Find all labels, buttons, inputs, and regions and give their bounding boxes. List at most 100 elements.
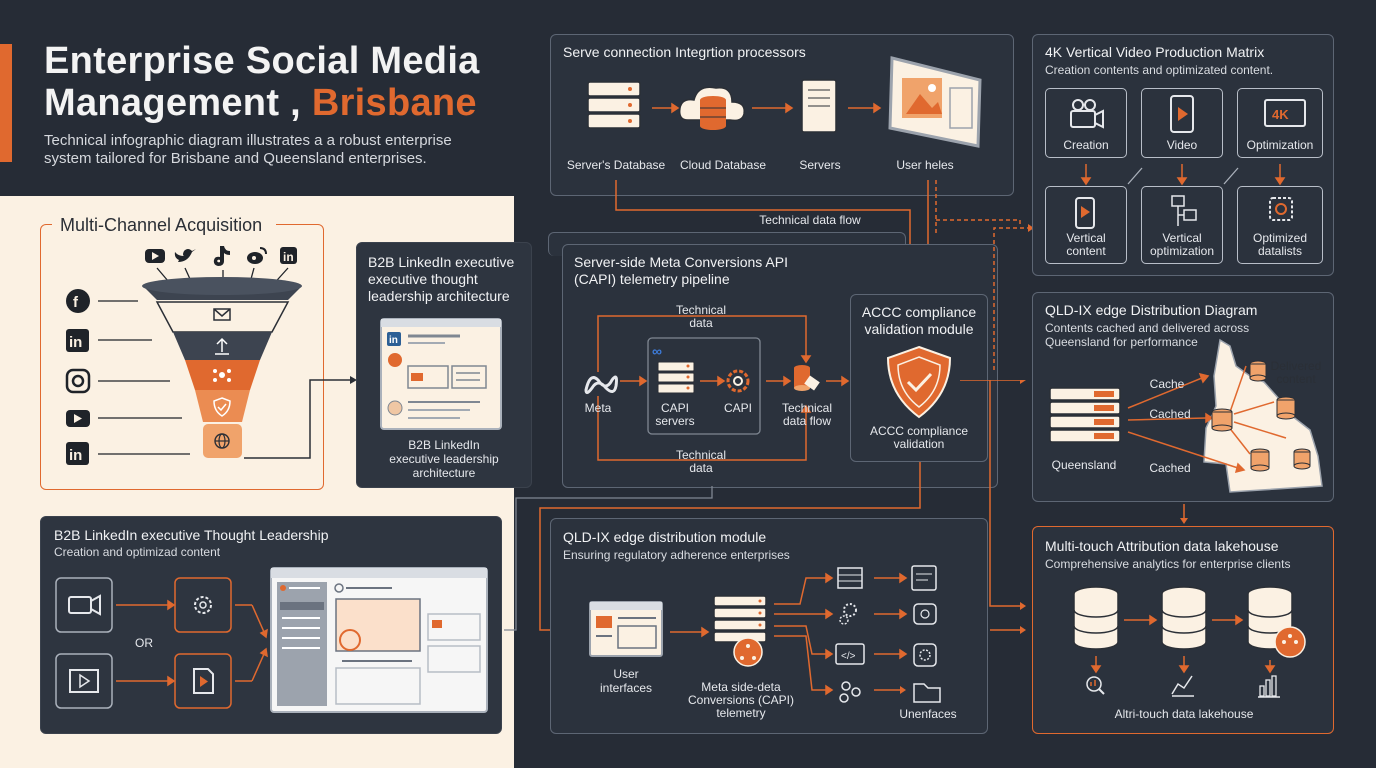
rack-icon xyxy=(837,567,863,589)
card-video-label: Video xyxy=(1166,138,1198,152)
connector-acq-to-linkedin xyxy=(244,376,357,459)
capi-tech-flow-1: Technical xyxy=(781,401,833,415)
accc-caption-line1: ACCC compliance xyxy=(869,424,969,438)
youtube-icon xyxy=(66,410,90,427)
capi-tech-flow-2: data flow xyxy=(782,414,832,428)
qldix-to-lakehouse-arrow xyxy=(1180,504,1188,524)
qldix-unenfaces: Unenfaces xyxy=(899,707,957,721)
qldix-module-subtitle: Ensuring regulatory adherence enterprise… xyxy=(563,548,790,562)
technical-data-flow-label: Technical data flow xyxy=(759,213,861,227)
linkedin-icon: in xyxy=(280,247,297,264)
card-vertical-content xyxy=(1045,186,1127,264)
serve-item-1: Cloud Database xyxy=(679,158,767,172)
accent-bar xyxy=(0,44,12,162)
linkedin-arch-title-line3: leadership architecture xyxy=(368,288,510,304)
card-vertical-optimization-label-1: Vertical xyxy=(1162,231,1202,245)
card-video xyxy=(1141,88,1223,158)
accc-shield-graphic xyxy=(886,345,952,419)
qldix-cached-label-2: Cached xyxy=(1149,461,1191,475)
globe-icon xyxy=(214,433,230,449)
svg-text:4K: 4K xyxy=(1272,107,1289,122)
capi-title-line1: Server-side Meta Conversions API xyxy=(574,254,788,270)
film-icon xyxy=(69,669,99,693)
card-creation-label: Creation xyxy=(1063,138,1109,152)
svg-text:in: in xyxy=(69,334,82,351)
code-icon: </> xyxy=(835,643,865,665)
card-vertical-content-label-1: Vertical xyxy=(1066,231,1106,245)
data-cylinder-icon xyxy=(794,365,820,391)
svg-text:in: in xyxy=(283,250,294,264)
vertical-phone-icon xyxy=(1075,197,1095,229)
linkedin-icon: in xyxy=(66,442,89,465)
linkedin-arch-caption-line1: B2B LinkedIn xyxy=(408,438,480,452)
accc-panel xyxy=(850,294,988,462)
document-play-icon xyxy=(193,668,214,694)
chat-icon xyxy=(913,603,937,625)
card-creation xyxy=(1045,88,1127,158)
capi-servers-2: servers xyxy=(655,414,695,428)
thought-leadership-subtitle: Creation and optimizad content xyxy=(54,545,221,559)
card-optimization-label: Optimization xyxy=(1246,138,1314,152)
qldix-queensland-label: Queensland xyxy=(1051,458,1117,472)
lakehouse-graphic xyxy=(1073,586,1306,698)
capi-meta-label: Meta xyxy=(584,401,612,415)
linkedin-arch-title-line2: executive thought xyxy=(368,271,478,287)
phone-video-icon xyxy=(1170,95,1194,133)
instagram-icon xyxy=(65,368,91,394)
linkedin-arch-caption-line3: architecture xyxy=(412,466,476,480)
folder-icon xyxy=(913,683,941,703)
accc-caption-line2: validation xyxy=(893,437,945,451)
capi-label: CAPI xyxy=(723,401,752,415)
database-server-icon xyxy=(587,81,641,129)
cloud-database-icon xyxy=(678,86,745,130)
meta-logo-icon: ∞ xyxy=(652,343,662,359)
user-interface-icon xyxy=(589,601,663,657)
svg-text:in: in xyxy=(389,335,398,346)
accc-title-line1: ACCC compliance xyxy=(861,304,977,320)
qldix-diagram-graphic xyxy=(1049,338,1323,493)
report-icon xyxy=(911,565,937,591)
qldix-delivered-label-1: Delivered xyxy=(1270,359,1322,373)
qldix-cache-label: Cache xyxy=(1149,377,1185,391)
acquisition-title-bg xyxy=(52,214,276,236)
capi-tech-data-bottom-1: Technical xyxy=(675,448,727,462)
capi-tech-data-bottom-2: data xyxy=(689,461,713,475)
linkedin-profile-mockup: in xyxy=(380,318,502,430)
serve-connection-graphic xyxy=(587,56,982,148)
serve-connection-title: Serve connection Integrtion processors xyxy=(563,44,806,60)
tiktok-icon xyxy=(213,246,230,266)
serve-item-0: Server's Database xyxy=(566,158,666,172)
page-title-line1: Enterprise Social Media xyxy=(44,40,480,82)
acquisition-graphic: in f in in xyxy=(65,246,302,465)
thought-leadership-title: B2B LinkedIn executive Thought Leadershi… xyxy=(54,527,329,543)
gears-icon xyxy=(839,603,857,625)
4k-icon: 4K xyxy=(1264,99,1306,127)
qldix-module-title: QLD-IX edge distribution module xyxy=(563,529,767,545)
capi-server-icon xyxy=(657,361,695,394)
card-optimized-datalists xyxy=(1237,186,1323,264)
linkedin-arch-title-line1: B2B LinkedIn executive xyxy=(368,254,515,270)
camera-icon xyxy=(1070,99,1104,129)
video-matrix-title: 4K Vertical Video Production Matrix xyxy=(1045,44,1265,60)
svg-text:f: f xyxy=(73,294,79,311)
qldix-module-graphic: </> xyxy=(589,565,941,703)
monitor-icon xyxy=(888,56,982,148)
svg-text:in: in xyxy=(69,447,82,464)
line-chart-icon xyxy=(1171,675,1194,697)
capi-tech-data-top-2: data xyxy=(689,316,713,330)
facebook-icon: f xyxy=(66,289,90,313)
card-optimized-datalists-label-2: datalists xyxy=(1257,244,1303,258)
shield-check-icon xyxy=(886,345,952,419)
card-vertical-content-label-2: content xyxy=(1066,244,1106,258)
flow-chart-icon xyxy=(1171,195,1197,226)
page-title-accent: Brisbane xyxy=(311,82,477,124)
bar-chart-icon xyxy=(1258,675,1280,698)
video-matrix-icons: 4K xyxy=(1070,95,1306,229)
server-tower-icon xyxy=(801,79,837,133)
thought-leadership-graphic xyxy=(55,567,488,713)
linkedin-icon: in xyxy=(66,329,89,352)
capi-gear-icon xyxy=(726,369,750,393)
qldix-diagram-subtitle-1: Contents cached and delivered across xyxy=(1045,321,1250,335)
qldix-user-interfaces-1: User xyxy=(613,667,639,681)
page-subtitle-line2: system tailored for Brisbane and Queensl… xyxy=(44,150,427,167)
